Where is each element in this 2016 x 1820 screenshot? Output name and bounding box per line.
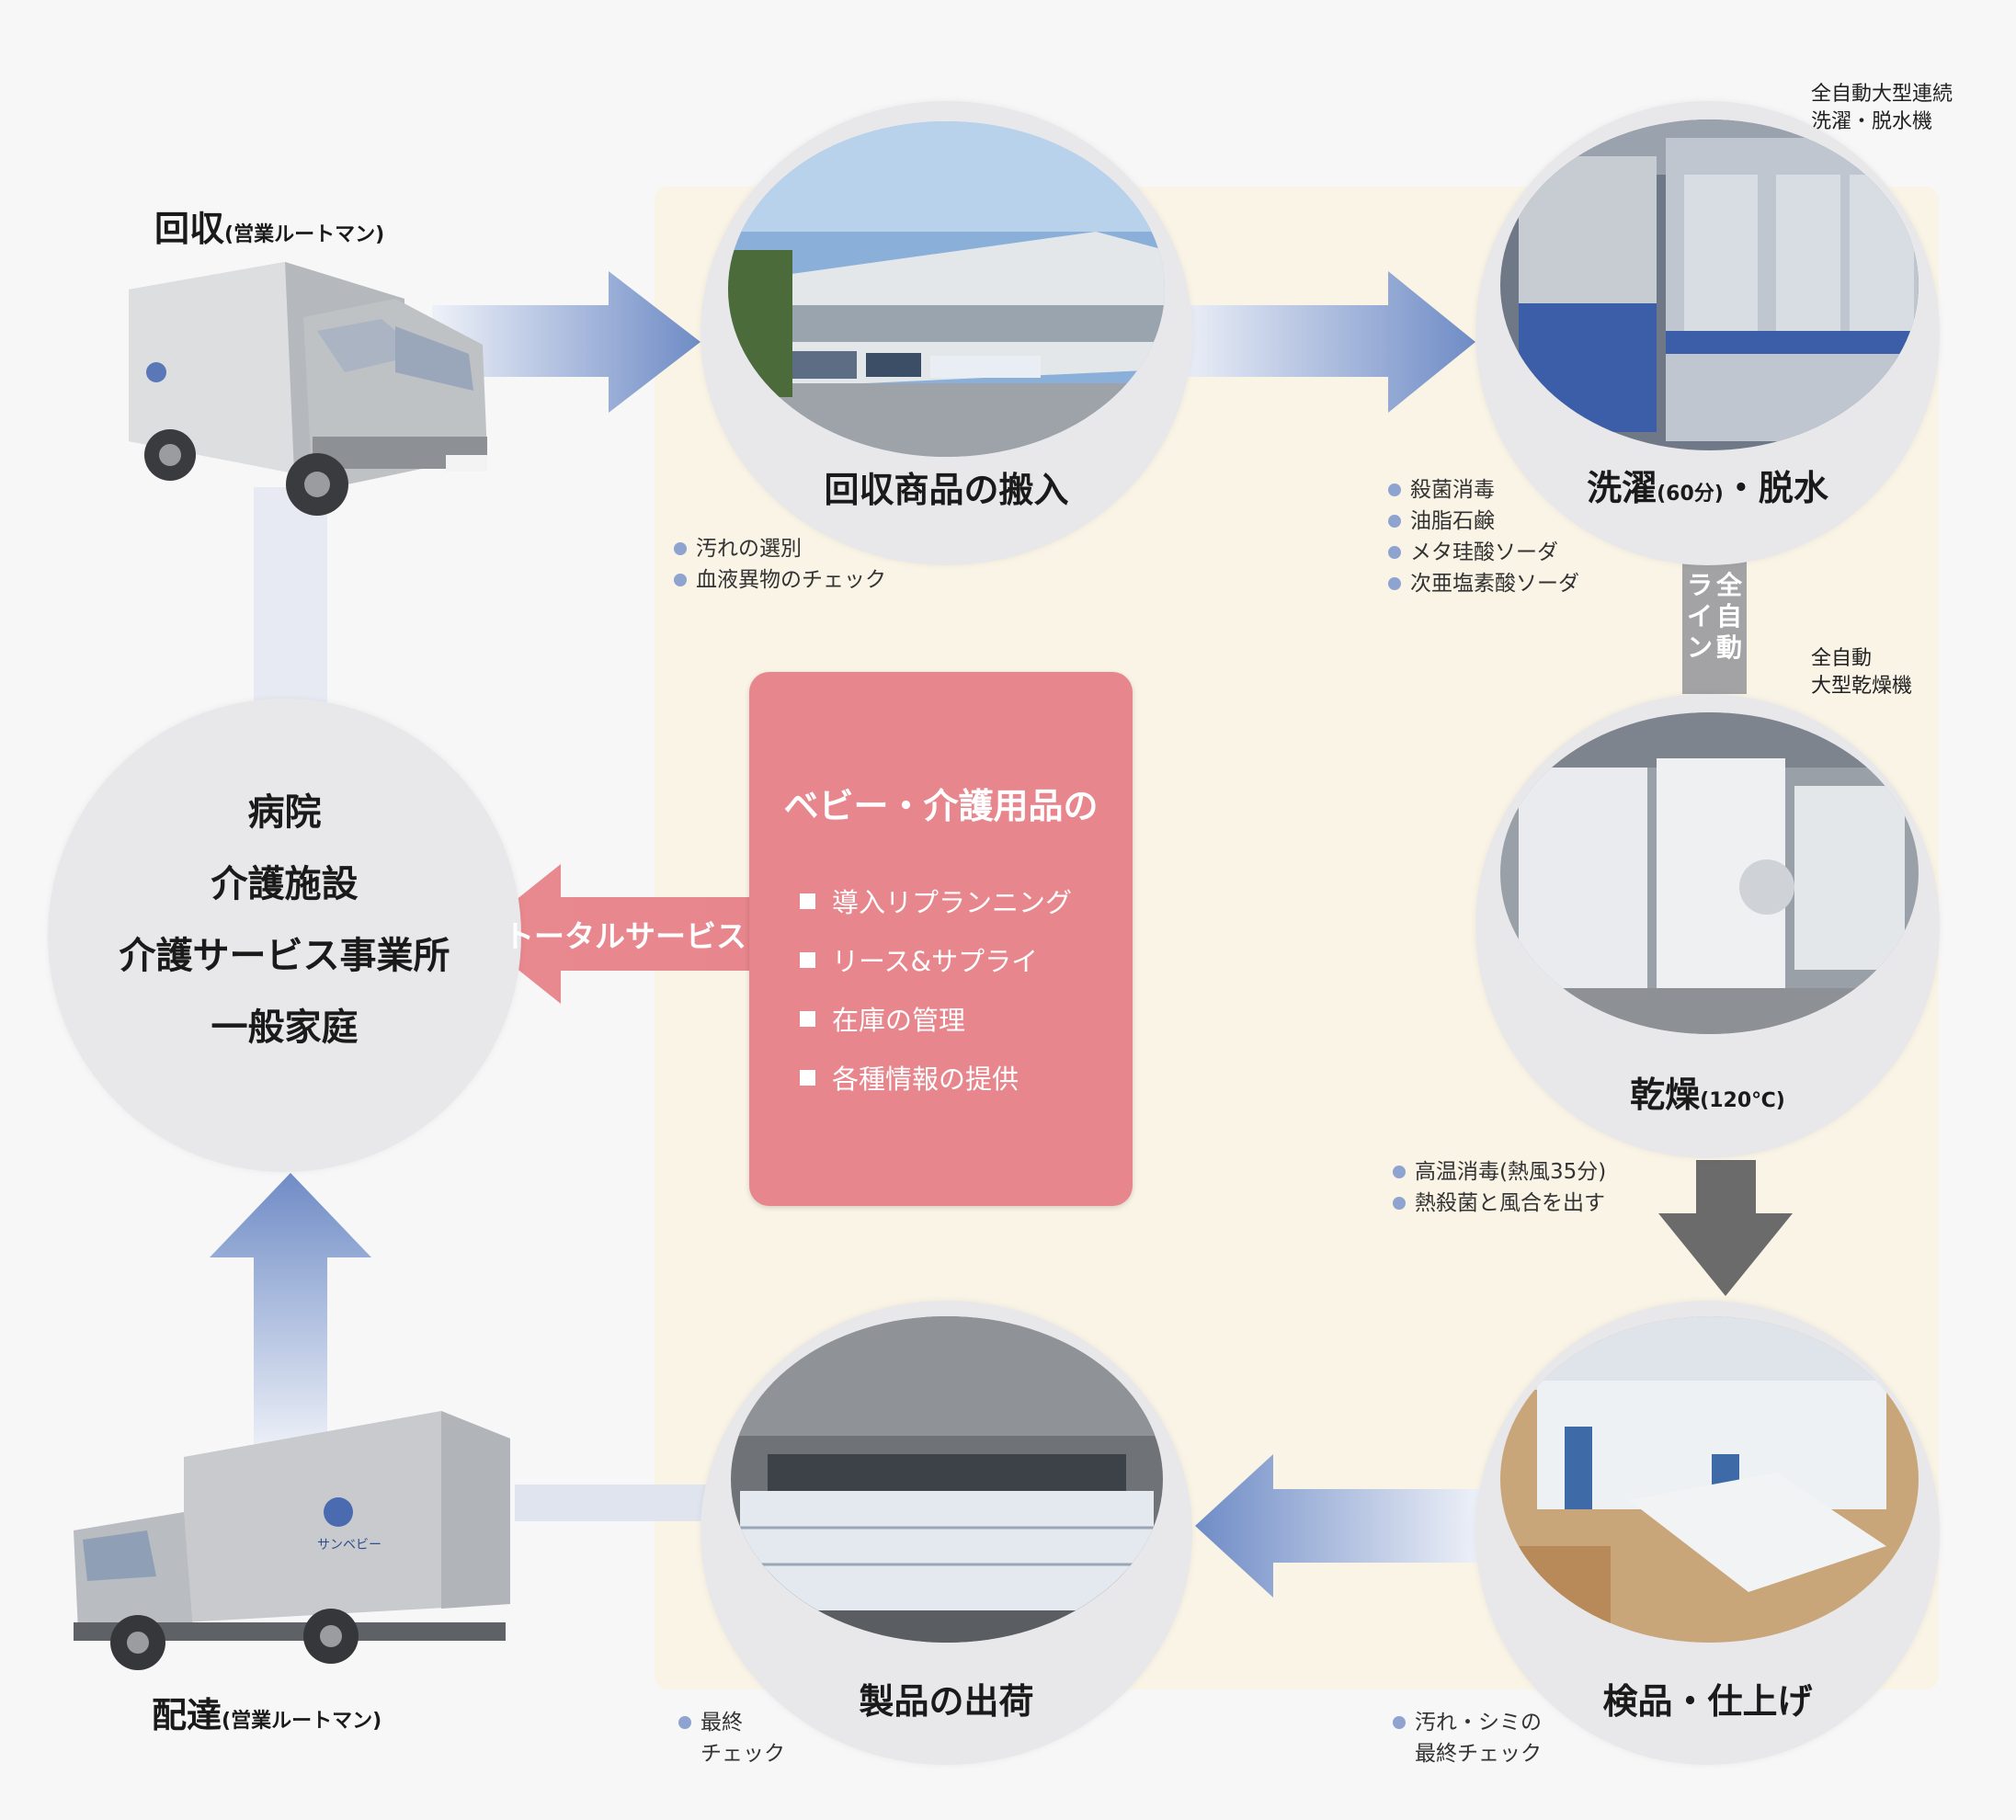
square-bullet bbox=[800, 1010, 815, 1027]
service-title: ベビー・介護用品の bbox=[783, 786, 1099, 826]
wash-notes: 殺菌消毒 油脂石鹸 メタ珪酸ソーダ 次亜塩素酸ソーダ bbox=[1388, 474, 1579, 599]
receive-note: 血液異物のチェック bbox=[696, 568, 886, 592]
collect-truck-image bbox=[129, 262, 487, 516]
inspect-note: 最終チェック bbox=[1415, 1742, 1542, 1766]
collect-title-main: 回収 bbox=[154, 209, 225, 249]
inspect-notes: 汚れ・シミの 最終チェック bbox=[1393, 1707, 1542, 1769]
ship-notes: 最終 チェック bbox=[678, 1707, 785, 1769]
wash-title-tail: ・脱水 bbox=[1723, 468, 1828, 508]
dry-machine-line: 大型乾燥機 bbox=[1811, 675, 1913, 698]
hub-line: 介護施設 bbox=[211, 863, 359, 905]
arrow-service-to-hub bbox=[473, 864, 754, 1004]
bullet-dot bbox=[1393, 1716, 1406, 1729]
service-item: 各種情報の提供 bbox=[800, 1058, 1019, 1097]
bullet-dot bbox=[1388, 483, 1401, 496]
wash-note: メタ珪酸ソーダ bbox=[1410, 540, 1558, 564]
wash-machine-line: 全自動大型連続 bbox=[1811, 83, 1953, 106]
inspect-note: 汚れ・シミの bbox=[1415, 1711, 1542, 1735]
bullet-dot bbox=[1388, 546, 1401, 559]
bullet-dot bbox=[1388, 577, 1401, 590]
dry-note: 高温消毒(熱風35分) bbox=[1415, 1160, 1607, 1184]
deliver-title-sub: (営業ルートマン) bbox=[222, 1710, 382, 1733]
deliver-truck-image: サンベビー bbox=[74, 1411, 510, 1670]
collect-title: 回収(営業ルートマン) bbox=[154, 200, 384, 251]
total-service-label: トータルサービス bbox=[504, 918, 746, 954]
service-item: リース&サプライ bbox=[800, 940, 1038, 979]
connector-vertical-left bbox=[254, 487, 327, 708]
service-item-label: 在庫の管理 bbox=[832, 1005, 966, 1036]
bullet-dot bbox=[674, 542, 687, 555]
inspect-photo bbox=[1500, 1316, 1919, 1643]
service-item-label: リース&サプライ bbox=[832, 946, 1039, 977]
dry-photo bbox=[1500, 712, 1919, 1034]
square-bullet bbox=[800, 1069, 815, 1086]
service-item: 導入リプランニング bbox=[800, 882, 1072, 920]
arrow-inspect-to-ship bbox=[1195, 1454, 1480, 1598]
ship-photo bbox=[731, 1316, 1163, 1643]
bullet-dot bbox=[678, 1716, 691, 1729]
wash-machine-label: 全自動大型連続 洗濯・脱水機 bbox=[1811, 81, 1953, 136]
deliver-title: 配達(営業ルートマン) bbox=[152, 1687, 382, 1737]
wash-photo bbox=[1500, 119, 1919, 450]
wash-machine-line: 洗濯・脱水機 bbox=[1811, 110, 1933, 133]
truck-brand-text: サンベビー bbox=[317, 1538, 382, 1553]
dry-notes: 高温消毒(熱風35分) 熱殺菌と風合を出す bbox=[1393, 1156, 1606, 1219]
wash-note: 次亜塩素酸ソーダ bbox=[1410, 572, 1579, 596]
service-box: ベビー・介護用品の 導入リプランニング リース&サプライ 在庫の管理 各種情報の… bbox=[749, 672, 1133, 1206]
hub-circle bbox=[48, 699, 521, 1172]
hub-line: 一般家庭 bbox=[211, 1007, 359, 1049]
bullet-dot bbox=[674, 574, 687, 586]
bullet-dot bbox=[1393, 1166, 1406, 1178]
wash-note: 殺菌消毒 bbox=[1410, 478, 1495, 502]
arrow-dry-to-inspect bbox=[1658, 1160, 1793, 1296]
auto-line-label: 全自動 ライン bbox=[1682, 564, 1747, 673]
service-item-label: 各種情報の提供 bbox=[832, 1064, 1019, 1095]
arrow-receive-to-wash bbox=[1177, 271, 1475, 413]
receive-notes: 汚れの選別 血液異物のチェック bbox=[674, 533, 886, 596]
hub-labels: 病院 介護施設 介護サービス事業所 一般家庭 bbox=[48, 777, 521, 1064]
wash-note: 油脂石鹸 bbox=[1410, 509, 1495, 533]
square-bullet bbox=[800, 893, 815, 909]
receive-note: 汚れの選別 bbox=[696, 537, 802, 561]
hub-line: 介護サービス事業所 bbox=[119, 935, 450, 977]
auto-line-col1: 全自動 bbox=[1715, 570, 1742, 663]
receive-title: 回収商品の搬入 bbox=[824, 470, 1069, 510]
dry-title-main: 乾燥 bbox=[1630, 1075, 1701, 1115]
receive-photo bbox=[728, 121, 1165, 457]
dry-machine-label: 全自動 大型乾燥機 bbox=[1811, 645, 1912, 700]
service-item-label: 導入リプランニング bbox=[832, 887, 1073, 918]
arrow-deliver-to-hub bbox=[210, 1173, 371, 1452]
square-bullet bbox=[800, 951, 815, 968]
wash-title-sub: (60分) bbox=[1657, 483, 1724, 506]
wash-title-main: 洗濯 bbox=[1587, 468, 1657, 508]
bullet-dot bbox=[1393, 1197, 1406, 1210]
auto-line-col2: ライン bbox=[1686, 570, 1713, 663]
wash-title: 洗濯(60分)・脱水 bbox=[1475, 460, 1940, 510]
dry-machine-line: 全自動 bbox=[1811, 647, 1873, 670]
dry-note: 熱殺菌と風合を出す bbox=[1415, 1191, 1605, 1215]
deliver-title-main: 配達 bbox=[152, 1695, 222, 1735]
bullet-dot bbox=[1388, 515, 1401, 528]
dry-title-sub: (120℃) bbox=[1700, 1089, 1785, 1112]
dry-title: 乾燥(120℃) bbox=[1475, 1066, 1940, 1117]
arrow-collect-to-receive bbox=[432, 271, 700, 413]
ship-title: 製品の出荷 bbox=[859, 1681, 1034, 1722]
ship-note: 最終 bbox=[700, 1711, 743, 1735]
ship-note: チェック bbox=[700, 1742, 785, 1766]
service-item: 在庫の管理 bbox=[800, 999, 965, 1038]
hub-line: 病院 bbox=[247, 791, 322, 834]
inspect-title: 検品・仕上げ bbox=[1602, 1681, 1813, 1722]
connector-bottom bbox=[515, 1484, 708, 1521]
collect-title-sub: (営業ルートマン) bbox=[224, 223, 385, 246]
